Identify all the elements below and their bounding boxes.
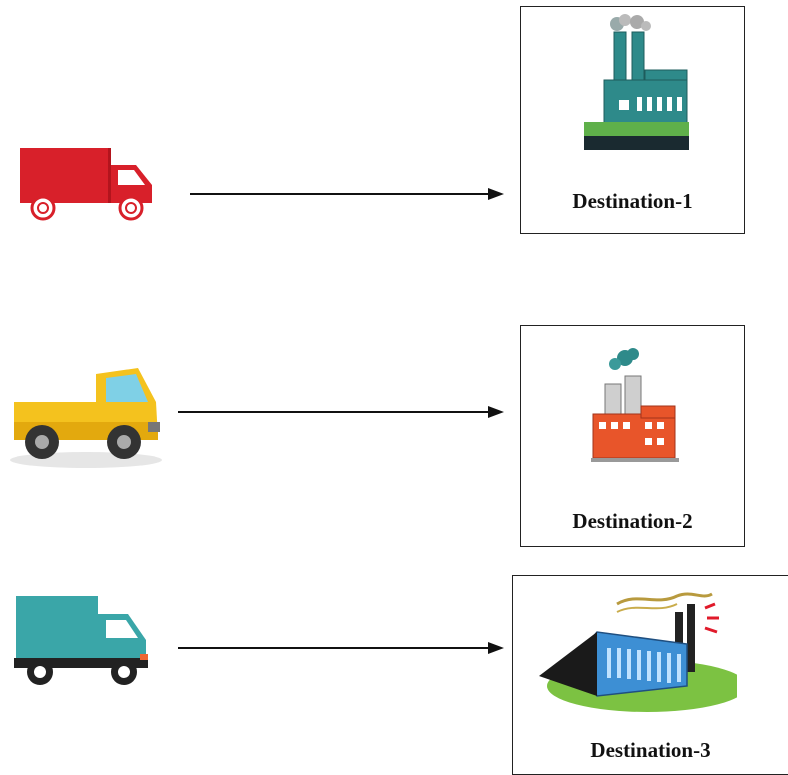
destination-1-label: Destination-3 <box>590 738 711 762</box>
destination-1-box: Destination-3 <box>512 575 788 775</box>
red-truck-icon <box>20 148 152 221</box>
teal-van-icon <box>14 596 148 685</box>
arrow-to-destination-2 <box>178 406 504 418</box>
destination-3-label: Destination-1 <box>572 189 693 213</box>
orange-factory-icon <box>591 348 679 462</box>
blue-factory-icon <box>539 592 737 712</box>
teal-factory-icon <box>584 14 689 150</box>
arrow-to-destination-3 <box>190 188 504 200</box>
yellow-pickup-icon <box>10 368 162 468</box>
destination-2-label: Destination-2 <box>572 509 693 533</box>
destination-3-box: Destination-1 <box>520 6 745 234</box>
destination-2-box: Destination-2 <box>520 325 745 547</box>
arrow-to-destination-1 <box>178 642 504 654</box>
